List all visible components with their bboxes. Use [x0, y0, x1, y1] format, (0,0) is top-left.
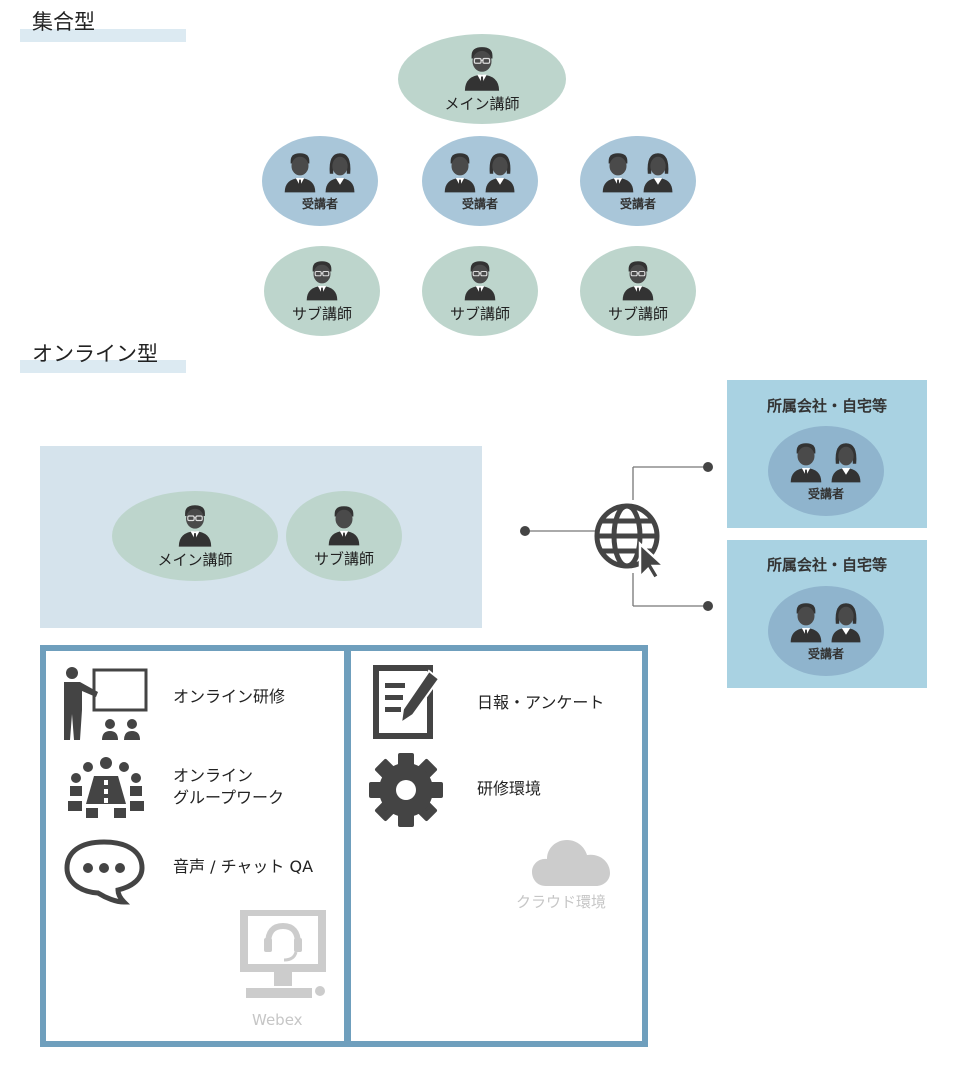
- sub-instructor-label: サブ講師: [607, 304, 668, 323]
- trainee-label: 受講者: [619, 196, 656, 211]
- trainee-label: 受講者: [807, 486, 844, 501]
- remote-location-label: 所属会社・自宅等: [766, 397, 887, 415]
- globe-icon: [594, 503, 668, 580]
- online-main-instructor: メイン講師: [112, 491, 278, 581]
- group-trainee-1: 受講者: [262, 136, 378, 226]
- group-work-label-2: グループワーク: [173, 788, 285, 807]
- gear-icon: [369, 753, 443, 827]
- webex-label: Webex: [252, 1011, 303, 1029]
- group-main-instructor: メイン講師: [398, 34, 566, 124]
- group-sub-instructor-2: サブ講師: [422, 246, 538, 336]
- group-trainee-2: 受講者: [422, 136, 538, 226]
- main-instructor-label: メイン講師: [157, 550, 233, 569]
- title-underline-online: [20, 360, 186, 373]
- trainee-man-icon: [789, 441, 823, 483]
- cloud-env-label: クラウド環境: [516, 893, 607, 911]
- section-title-group: 集合型: [32, 10, 95, 34]
- tools-divider: [344, 651, 351, 1041]
- cloud-icon: [532, 840, 610, 886]
- online-sub-instructor: サブ講師: [286, 491, 402, 581]
- remote-panel-1: 所属会社・自宅等 受講者: [727, 380, 927, 528]
- group-sub-instructor-3: サブ講師: [580, 246, 696, 336]
- main-instructor-label: メイン講師: [444, 94, 520, 113]
- remote-location-label: 所属会社・自宅等: [766, 556, 887, 574]
- group-trainee-3: 受講者: [580, 136, 696, 226]
- title-underline-group: [20, 29, 186, 42]
- sub-instructor-label: サブ講師: [291, 304, 352, 323]
- voice-chat-qa-label: 音声 / チャット QA: [173, 857, 314, 876]
- webex-monitor-icon: [240, 910, 326, 998]
- trainee-label: 受講者: [461, 196, 498, 211]
- trainee-label: 受講者: [807, 646, 844, 661]
- presentation-icon: [64, 667, 148, 740]
- chat-bubble-icon: [64, 839, 145, 905]
- sub-instructor-label: サブ講師: [449, 304, 510, 323]
- trainee-woman-icon: [829, 601, 863, 643]
- group-work-label-1: オンライン: [173, 766, 254, 785]
- trainee-woman-icon: [829, 441, 863, 483]
- network-connector: [520, 462, 713, 611]
- trainee-man-icon: [789, 601, 823, 643]
- remote-trainee: 受講者: [768, 586, 884, 676]
- section-title-online: オンライン型: [32, 342, 158, 366]
- sub-instructor-label: サブ講師: [313, 549, 374, 568]
- remote-panel-2: 所属会社・自宅等 受講者: [727, 540, 927, 688]
- report-edit-icon: [373, 665, 441, 739]
- group-meeting-icon: [68, 757, 144, 818]
- online-training-label: オンライン研修: [173, 687, 286, 706]
- trainee-label: 受講者: [301, 196, 338, 211]
- remote-trainee: 受講者: [768, 426, 884, 516]
- report-survey-label: 日報・アンケート: [477, 693, 605, 712]
- group-sub-instructor-1: サブ講師: [264, 246, 380, 336]
- training-env-label: 研修環境: [477, 779, 542, 798]
